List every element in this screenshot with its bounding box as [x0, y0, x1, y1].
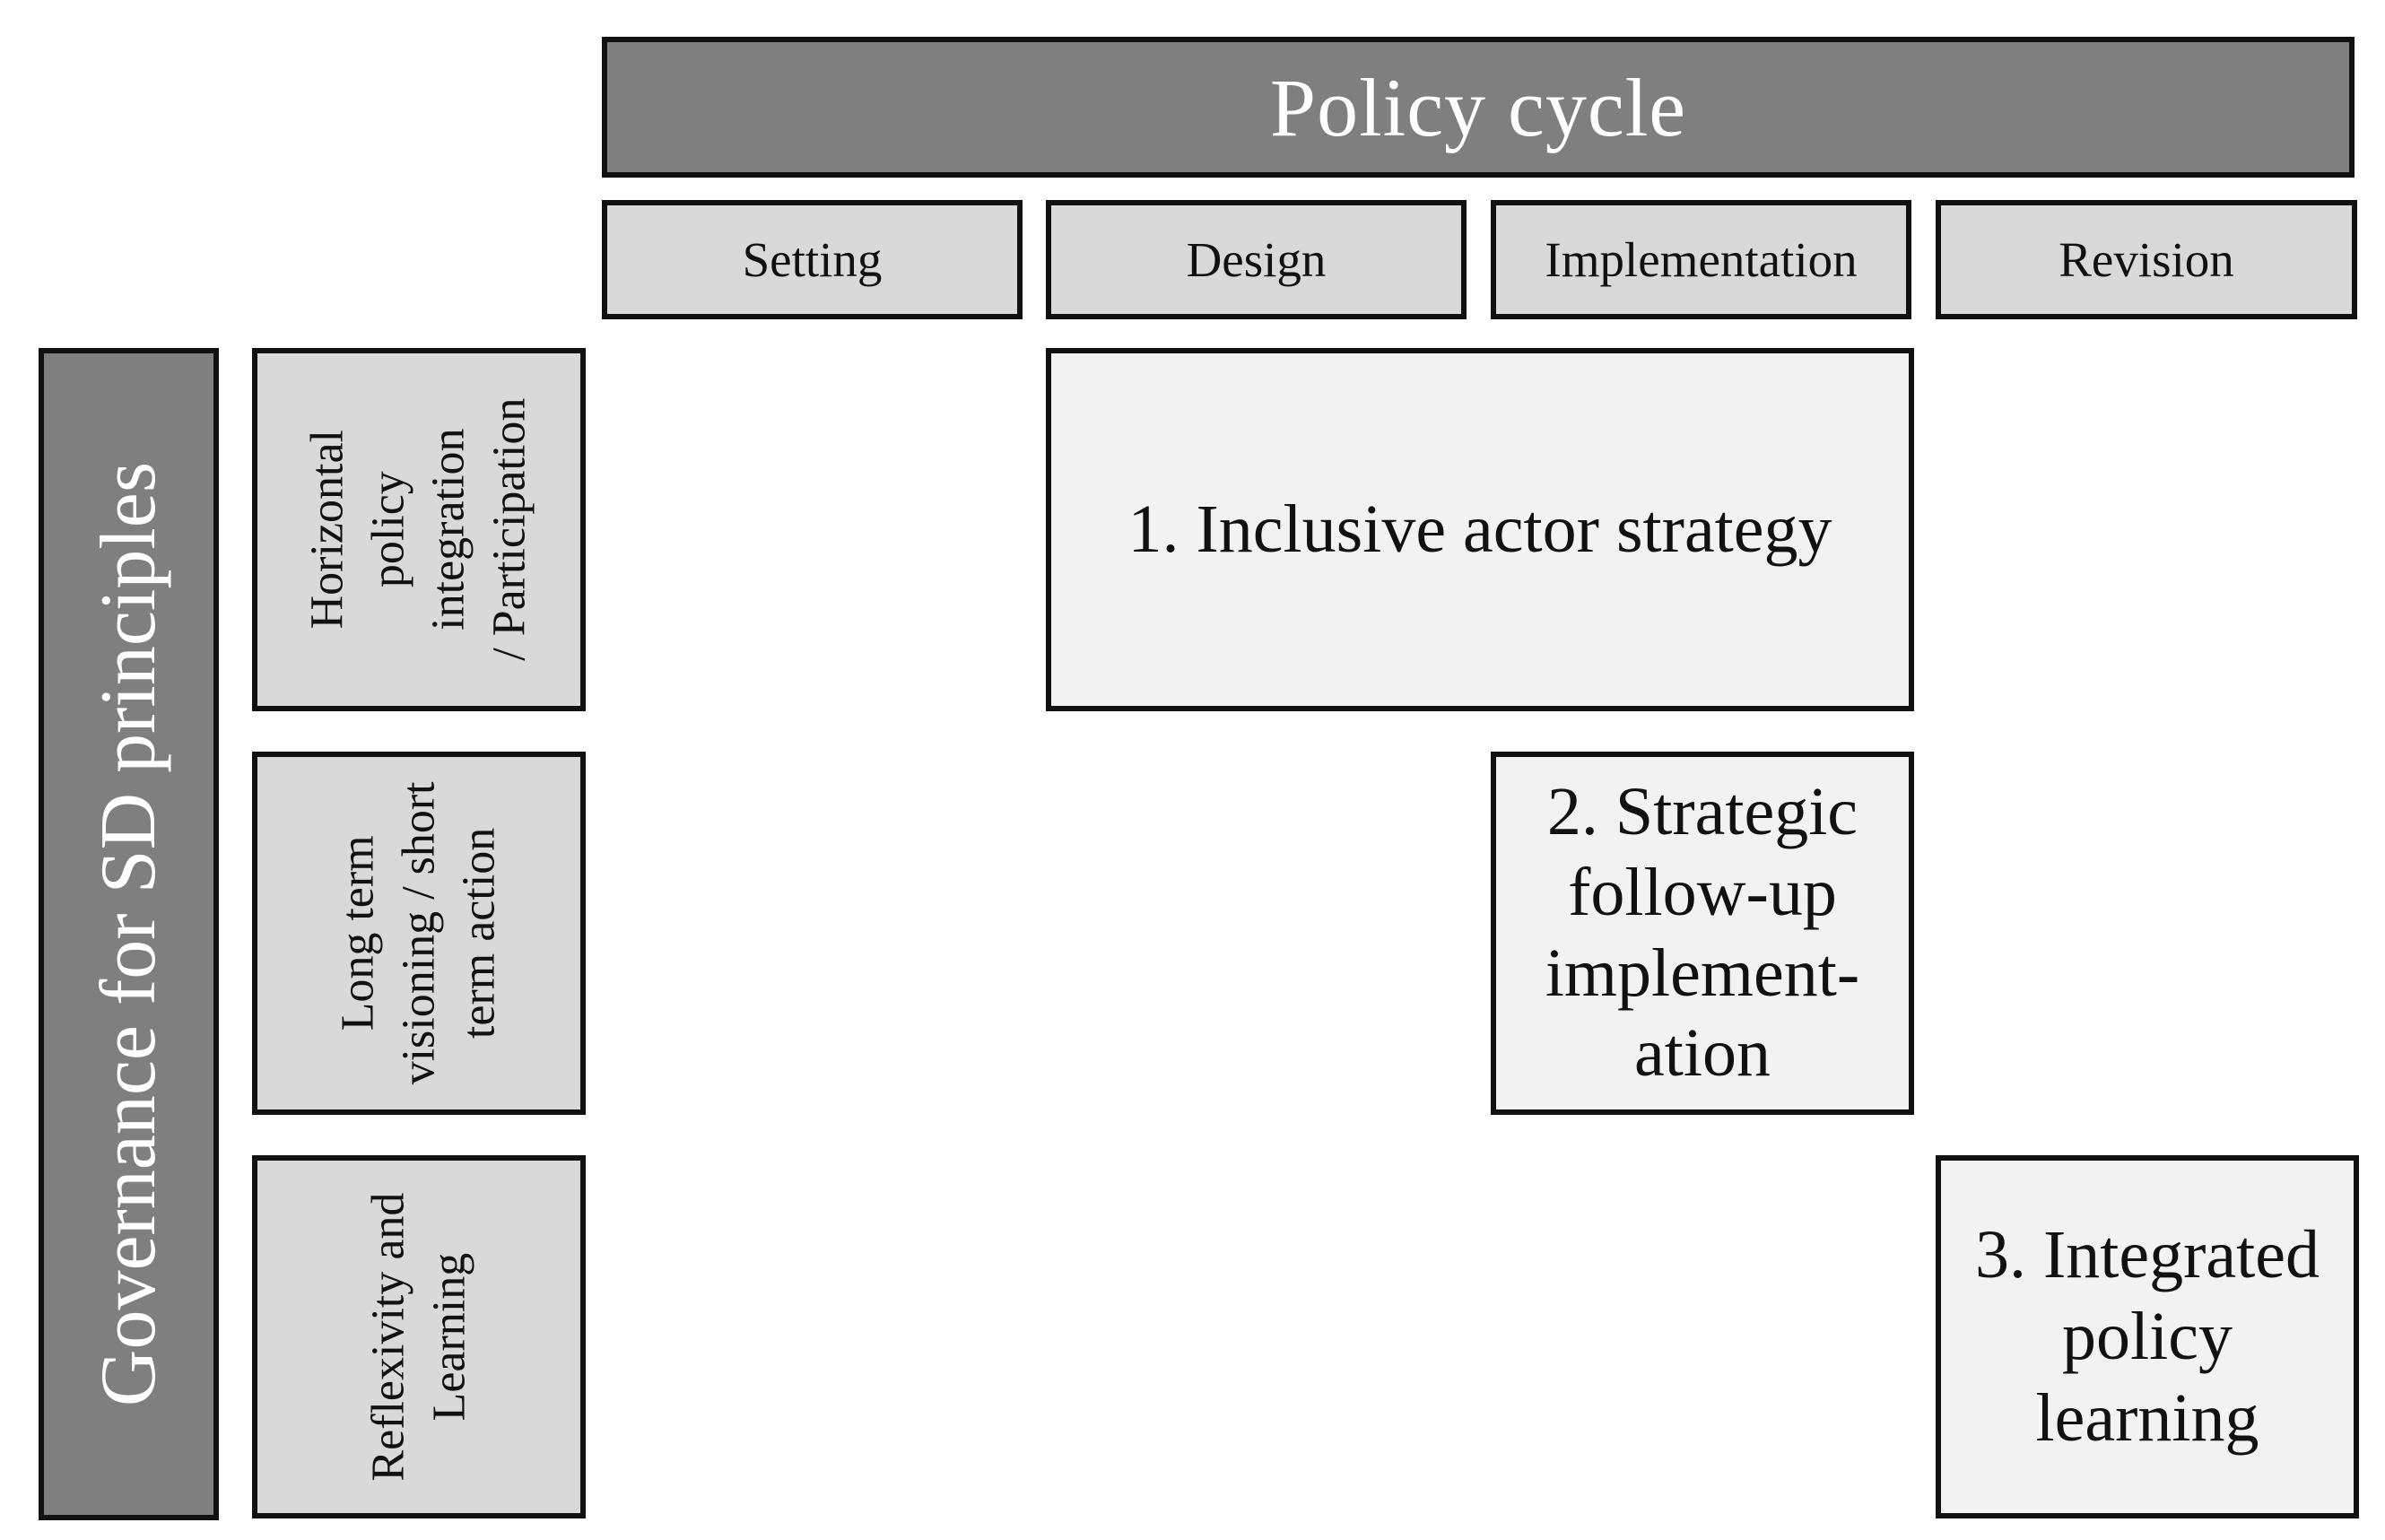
outcome-label: 2. Strategic follow-up implement- ation [1545, 774, 1860, 1092]
outcome-integrated-policy-learning: 3. Integrated policy learning [1936, 1155, 2359, 1518]
outcome-label: 3. Integrated policy learning [1974, 1216, 2320, 1457]
outcome-strategic-follow-up: 2. Strategic follow-up implement- ation [1491, 752, 1914, 1115]
phase-label: Setting [742, 232, 883, 287]
phase-design: Design [1046, 200, 1467, 319]
principle-label: Reflexivity and Learning [362, 1192, 474, 1482]
phase-label: Implementation [1545, 232, 1858, 287]
phase-label: Revision [2059, 232, 2234, 287]
principle-reflexivity: Reflexivity and Learning [252, 1155, 586, 1518]
policy-cycle-header: Policy cycle [602, 37, 2355, 178]
principle-label: Horizontal policy integration / Particip… [301, 397, 535, 662]
governance-sidebar: Governance for SD principles [39, 348, 219, 1520]
phase-label: Design [1186, 232, 1327, 287]
policy-cycle-title: Policy cycle [1269, 61, 1687, 153]
outcome-label: 1. Inclusive actor strategy [1127, 491, 1832, 567]
phase-revision: Revision [1936, 200, 2357, 319]
outcome-inclusive-actor-strategy: 1. Inclusive actor strategy [1046, 348, 1914, 711]
principle-label: Long term visioning / short term action [332, 781, 505, 1085]
phase-implementation: Implementation [1491, 200, 1911, 319]
principle-horizontal-integration: Horizontal policy integration / Particip… [252, 348, 586, 711]
phase-setting: Setting [602, 200, 1023, 319]
principle-long-term-visioning: Long term visioning / short term action [252, 752, 586, 1115]
governance-title: Governance for SD principles [85, 461, 172, 1407]
